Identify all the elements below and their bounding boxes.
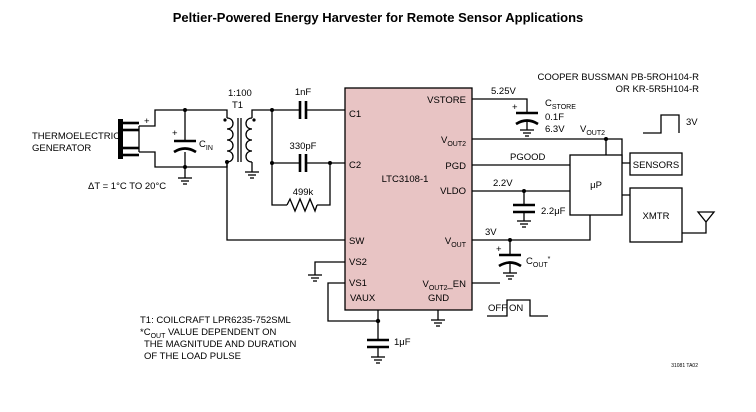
transformer-ratio: 1:100 xyxy=(228,88,252,99)
xmtr-block xyxy=(629,187,683,243)
pin-gnd: GND xyxy=(428,293,449,304)
delta-t-label: ΔT = 1°C TO 20°C xyxy=(88,181,166,192)
diagram-title: Peltier-Powered Energy Harvester for Rem… xyxy=(173,10,584,25)
pin-sw: SW xyxy=(349,236,364,247)
vldo-net-label: 2.2V xyxy=(493,178,513,189)
ground-vaux xyxy=(371,356,385,364)
secondary-winding xyxy=(245,117,253,163)
ground-chip xyxy=(431,319,445,327)
pin-vaux: VAUX xyxy=(350,293,376,304)
vout-net-label: 3V xyxy=(485,227,497,238)
teg-plate-left xyxy=(118,119,123,159)
xmtr-label: XMTR xyxy=(643,211,670,222)
cstore-capacitor: + CSTORE 0.1F 6.3V xyxy=(512,98,576,135)
pin-vldo: VLDO xyxy=(440,186,466,197)
wire-xmtr-antenna xyxy=(682,222,707,234)
cap-330pf-label: 330pF xyxy=(290,141,317,152)
pin-vstore: VSTORE xyxy=(427,95,466,106)
cout-label: COUT* xyxy=(526,256,551,269)
mcu-label: μP xyxy=(590,180,602,191)
wire-c2-network xyxy=(271,110,345,206)
cap-330pf: 330pF xyxy=(290,141,317,172)
note-line4: OF THE LOAD PULSE xyxy=(144,351,241,362)
ground-vldo xyxy=(517,220,531,228)
resistor-label: 499k xyxy=(293,187,314,198)
cin-plus: + xyxy=(172,128,178,139)
pin-vs2: VS2 xyxy=(349,257,367,268)
wire-teg-top xyxy=(139,109,228,127)
figure-id: 31081 TA02 xyxy=(671,363,698,369)
cap-vldo-label: 2.2μF xyxy=(541,206,566,217)
cin-capacitor: + CIN xyxy=(172,118,213,154)
sensors-label: SENSORS xyxy=(633,160,679,171)
pin-pgd: PGD xyxy=(445,161,466,172)
ground-transformer xyxy=(245,171,259,179)
teg-name-line2: GENERATOR xyxy=(32,143,91,154)
resistor-499k: 499k xyxy=(286,187,318,213)
thermoelectric-generator: + THERMOELECTRIC GENERATOR ΔT = 1°C TO 2… xyxy=(32,116,166,192)
pin-c2: C2 xyxy=(349,160,361,171)
ground-cout xyxy=(503,272,517,280)
cstore-label: CSTORE xyxy=(545,98,576,111)
pin-c1: C1 xyxy=(349,109,361,120)
wire-teg-bottom xyxy=(139,151,228,168)
cap-vaux: 1μF xyxy=(367,337,411,357)
vout2-net-label: VOUT2 xyxy=(580,124,605,137)
pin-vout: VOUT xyxy=(445,236,467,249)
cap-1nf-label: 1nF xyxy=(295,87,312,98)
ground-cin xyxy=(178,167,192,185)
vout2-pulse xyxy=(643,114,680,134)
cin-label: CIN xyxy=(199,139,213,152)
teg-plus: + xyxy=(144,116,150,127)
cap-vldo: 2.2μF xyxy=(513,203,566,221)
pin-vs1: VS1 xyxy=(349,278,367,289)
wire-vstore xyxy=(472,98,528,113)
wire-vs1 xyxy=(327,282,378,322)
enable-pulse xyxy=(487,299,548,317)
supplier-line1: COOPER BUSSMAN PB-5ROH104-R xyxy=(537,72,699,83)
enable-off-label: OFF xyxy=(488,303,507,314)
sensors-block xyxy=(629,152,683,176)
mcu-block xyxy=(569,154,623,216)
note-line2: *COUT VALUE DEPENDENT ON xyxy=(140,327,277,340)
cstore-value1: 0.1F xyxy=(545,112,564,123)
cstore-plus: + xyxy=(512,102,518,113)
chip-body xyxy=(344,87,473,311)
note-line1: T1: COILCRAFT LPR6235-752SML xyxy=(140,315,291,326)
ground-vs2 xyxy=(308,274,322,282)
enable-on-label: ON xyxy=(509,303,523,314)
ltc3108-chip: LTC3108-1 C1 C2 SW VS2 VS1 VSTORE VOUT2 … xyxy=(344,87,473,311)
transformer-t1: 1:100 T1 xyxy=(223,88,256,163)
ground-cstore xyxy=(520,129,534,137)
transformer-ref: T1 xyxy=(232,100,243,111)
cap-vaux-label: 1μF xyxy=(394,337,411,348)
wire-primary-to-sw xyxy=(226,162,345,241)
pgood-net-label: PGOOD xyxy=(510,152,546,163)
wire-vs2 xyxy=(314,261,345,275)
wire-secondary-top xyxy=(251,109,272,118)
cout-capacitor: + COUT* xyxy=(496,244,551,273)
wire-vout2-sensors xyxy=(606,138,630,164)
teg-name-line1: THERMOELECTRIC xyxy=(32,131,120,142)
antenna-icon xyxy=(696,211,716,224)
cap-1nf: 1nF xyxy=(295,87,312,119)
primary-winding xyxy=(226,117,234,163)
pin-vout2-en: VOUT2_EN xyxy=(423,279,467,292)
supplier-line2: OR KR-5R5H104-R xyxy=(616,84,700,95)
vstore-net-label: 5.25V xyxy=(491,86,516,97)
pulse-level-label: 3V xyxy=(686,117,698,128)
chip-name: LTC3108-1 xyxy=(382,174,429,185)
note-line3: THE MAGNITUDE AND DURATION xyxy=(144,339,296,350)
cstore-value2: 6.3V xyxy=(545,124,565,135)
pin-vout2: VOUT2 xyxy=(441,135,466,148)
cout-plus: + xyxy=(496,244,502,255)
